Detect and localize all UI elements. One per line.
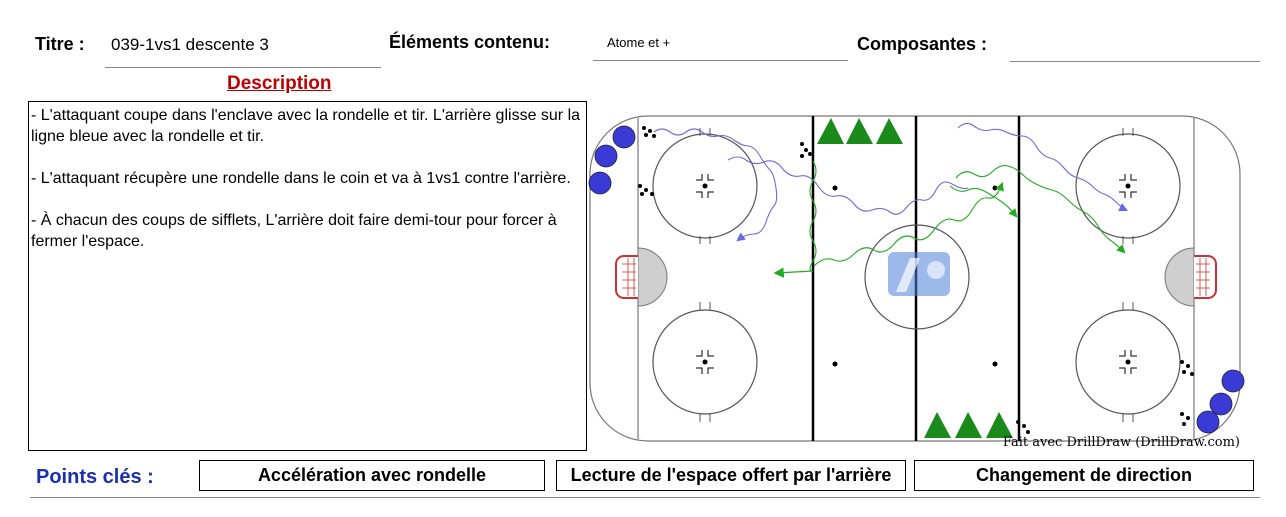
description-paragraph: - L'attaquant récupère une rondelle dans… (31, 170, 571, 187)
puck-path (813, 181, 1004, 267)
content-value[interactable]: Atome et + (607, 35, 671, 50)
puck-group-icon (638, 126, 1194, 434)
description-box[interactable]: - L'attaquant coupe dans l'enclave avec … (28, 101, 587, 451)
title-value[interactable]: 039-1vs1 descente 3 (111, 35, 269, 54)
bottom-rule (30, 497, 1260, 498)
puck-path (955, 165, 1126, 254)
cone-icon (817, 118, 903, 144)
skate-path (957, 122, 1128, 211)
components-underline (1010, 61, 1260, 62)
content-label: Éléments contenu: (389, 32, 551, 52)
title-underline (105, 67, 381, 68)
faceoff-circle-top-right (1075, 128, 1181, 244)
net-left-icon (615, 255, 638, 299)
key-point-3[interactable]: Changement de direction (914, 460, 1254, 491)
crease-left (637, 247, 668, 307)
faceoff-dot (992, 185, 998, 191)
components-label: Composantes : (857, 34, 988, 54)
description-heading: Description (227, 73, 332, 94)
skate-path (727, 156, 969, 215)
content-underline (593, 60, 848, 61)
title-label: Titre : (35, 34, 85, 54)
puck-path (809, 160, 817, 272)
faceoff-dot (832, 361, 838, 367)
puck-path (773, 267, 814, 278)
description-paragraph: - L'attaquant coupe dans l'enclave avec … (31, 107, 581, 145)
puck-path (949, 185, 1018, 218)
faceoff-circle-bottom-left (652, 302, 758, 422)
faceoff-dot (832, 185, 838, 191)
description-paragraph: - À chacun des coups de sifflets, L'arri… (31, 212, 557, 250)
center-logo-icon (888, 252, 950, 296)
key-points-label: Points clés : (36, 466, 154, 488)
net-right-icon (1194, 255, 1217, 299)
player-icon (588, 125, 1245, 434)
cone-icon (924, 412, 1013, 438)
center-circle (864, 224, 970, 330)
crease-right (1164, 247, 1195, 307)
key-point-2[interactable]: Lecture de l'espace offert par l'arrière (556, 460, 906, 491)
skate-path (653, 128, 778, 242)
key-point-1[interactable]: Accélération avec rondelle (199, 460, 545, 491)
watermark-text: Fait avec DrillDraw (DrillDraw.com) (1003, 435, 1240, 450)
faceoff-dot (992, 361, 998, 367)
rink-diagram[interactable]: Fait avec DrillDraw (DrillDraw.com) (588, 106, 1248, 451)
